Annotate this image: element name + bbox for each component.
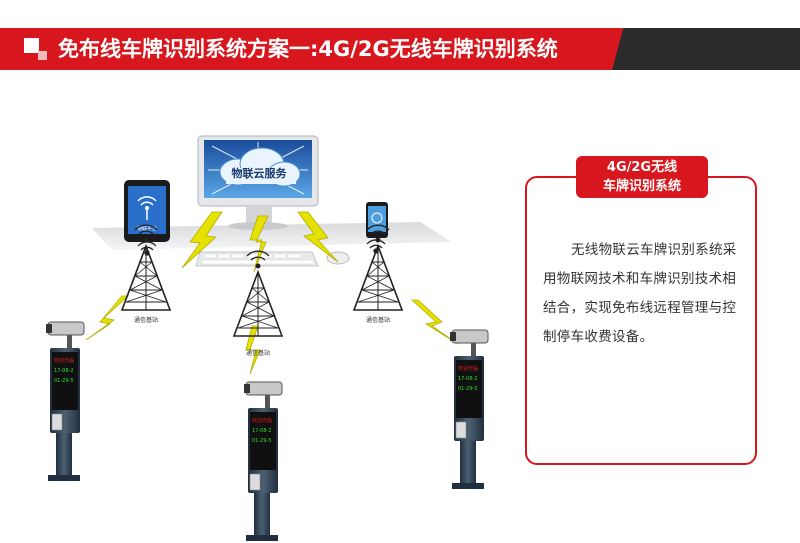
svg-text:01-29-5: 01-29-5 [54, 378, 74, 384]
header-squares-icon [24, 38, 48, 62]
info-tag: 4G/2G无线 车牌识别系统 [576, 156, 708, 198]
cloud-service-icon: 物联云服务 [219, 147, 301, 187]
header-red-bar [0, 28, 650, 70]
mouse [326, 251, 350, 265]
svg-text:欢迎光临: 欢迎光临 [458, 365, 478, 372]
svg-text:欢迎光临: 欢迎光临 [54, 357, 74, 364]
cloud-service-label: 物联云服务 [232, 166, 288, 180]
svg-text:01-29-5: 01-29-5 [252, 438, 272, 444]
info-body-text: 无线物联云车牌识别系统采用物联网技术和车牌识别技术相结合，实现免布线远程管理与控… [543, 242, 737, 345]
desk [92, 222, 452, 250]
tower-left-label: 通信基站 [134, 316, 158, 324]
header-dark-bar [612, 28, 800, 70]
header-banner: 免布线车牌识别系统方案一:4G/2G无线车牌识别系统 [0, 28, 800, 70]
parking-gate-left: 欢迎光临 17-08-2 01-29-5 [45, 321, 85, 482]
tower-center-label: 通信基站 [246, 349, 270, 357]
svg-text:01-29-5: 01-29-5 [458, 386, 478, 392]
svg-text:17-08-2: 17-08-2 [458, 376, 478, 382]
tablet: 物联平台 [124, 180, 170, 242]
parking-gate-right: 欢迎光临 17-08-2 01-29-5 [449, 329, 489, 490]
tower-right-label: 通信基站 [366, 316, 390, 324]
page-title: 免布线车牌识别系统方案一:4G/2G无线车牌识别系统 [58, 37, 558, 61]
parking-gate-center: 欢迎光临 17-08-2 01-29-5 [243, 381, 283, 542]
info-tag-line1: 4G/2G无线 [606, 160, 678, 175]
svg-text:欢迎光临: 欢迎光临 [252, 417, 272, 424]
info-tag-line2: 车牌识别系统 [602, 179, 681, 194]
svg-text:17-08-2: 17-08-2 [252, 428, 272, 434]
phone [366, 202, 388, 238]
lightning-icon [85, 211, 459, 375]
svg-text:17-08-2: 17-08-2 [54, 368, 74, 374]
tablet-screen-text: 物联平台 [137, 225, 157, 232]
info-box [525, 176, 757, 465]
